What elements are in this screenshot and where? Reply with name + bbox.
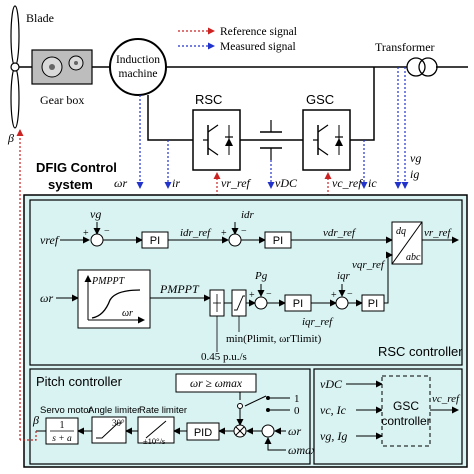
power-rate-label: 0.45 p.u./s bbox=[201, 351, 247, 363]
control-system-title-line2: system bbox=[48, 177, 93, 192]
servo-numerator: 1 bbox=[60, 420, 65, 431]
rsc-controller-title: RSC controller bbox=[378, 344, 463, 359]
ic-signal-label: ic bbox=[368, 176, 377, 190]
rsc-converter bbox=[192, 109, 241, 171]
sum-junction-2 bbox=[228, 233, 242, 247]
angle-limiter-value: 30° bbox=[112, 418, 125, 428]
rsc-wr-in-label: ωr bbox=[40, 291, 53, 305]
idr-ref-label: idr_ref bbox=[180, 227, 212, 239]
switch-zero-label: 0 bbox=[294, 405, 300, 417]
sum4-plus: + bbox=[331, 290, 337, 301]
vdr-ref-label: vdr_ref bbox=[323, 227, 357, 239]
vg-signal-label: vg bbox=[410, 151, 421, 165]
transformer-label: Transformer bbox=[375, 40, 435, 54]
rate-limiter-label: Rate limiter bbox=[139, 405, 187, 416]
gearbox-label: Gear box bbox=[40, 93, 84, 107]
legend-measured: Measured signal bbox=[220, 41, 296, 53]
iqr-ref-label: iqr_ref bbox=[302, 316, 334, 328]
gsc-vg-ig-label: vg, Ig bbox=[320, 429, 347, 443]
vc-ref-signal-label: vc_ref bbox=[332, 176, 363, 190]
pitch-switch bbox=[237, 395, 290, 412]
gsc-converter bbox=[302, 109, 351, 171]
dq-label: dq bbox=[396, 226, 406, 237]
blade-label: Blade bbox=[26, 11, 54, 25]
induction-machine bbox=[109, 38, 167, 96]
pi2-label: PI bbox=[273, 235, 283, 247]
control-system-title-line1: DFIG Control bbox=[36, 160, 117, 175]
machine-label-line1: Induction bbox=[116, 54, 160, 66]
beta-out-link bbox=[20, 431, 37, 441]
abc-label: abc bbox=[406, 252, 421, 263]
gsc-label: GSC bbox=[306, 92, 334, 107]
gsc-vc-ic-label: vc, Ic bbox=[320, 403, 347, 417]
rsc-vref-label: vref bbox=[40, 233, 60, 247]
power-saturation bbox=[231, 289, 247, 317]
sum4-minus: − bbox=[347, 289, 353, 300]
pi4-label: PI bbox=[368, 298, 378, 310]
vqr-ref-label: vqr_ref bbox=[352, 259, 386, 271]
servo-label: Servo motor bbox=[40, 405, 92, 416]
idr-label: idr bbox=[241, 209, 255, 221]
vdc-signal-label: vDC bbox=[275, 176, 298, 190]
pi1-label: PI bbox=[150, 235, 160, 247]
beta-top-label: β bbox=[7, 131, 14, 145]
pg-label: Pg bbox=[254, 270, 268, 282]
iqr-label: iqr bbox=[337, 270, 351, 282]
gsc-out-label: vc_ref bbox=[432, 393, 461, 405]
dq-abc-transform bbox=[391, 221, 423, 265]
servo-denominator: s + a bbox=[52, 434, 72, 444]
legend: Reference signal Measured signal bbox=[178, 26, 297, 53]
sum3-plus: + bbox=[249, 290, 255, 301]
gsc-box-line2: controller bbox=[381, 414, 430, 428]
rate-limiter-value: ±10°/s bbox=[143, 436, 165, 446]
mppt-curve-block bbox=[77, 269, 151, 329]
rsc-label: RSC bbox=[195, 92, 222, 107]
sum-junction-5 bbox=[261, 424, 275, 438]
sum2-plus: + bbox=[221, 228, 227, 239]
sum1-minus: − bbox=[104, 226, 110, 237]
pitch-wr-label: ωr bbox=[288, 424, 301, 438]
sum1-plus: + bbox=[83, 228, 89, 239]
gsc-controller-box bbox=[381, 375, 431, 447]
legend-reference: Reference signal bbox=[220, 26, 297, 38]
transformer bbox=[406, 57, 438, 77]
ir-signal-label: ir bbox=[172, 176, 180, 190]
vr-ref-out-label: vr_ref bbox=[424, 227, 452, 239]
pitch-multiplier bbox=[233, 424, 247, 438]
pitch-controller-title: Pitch controller bbox=[36, 374, 123, 389]
pitch-beta-label: β bbox=[32, 413, 39, 427]
pi3-label: PI bbox=[293, 298, 303, 310]
vqr-ref-line bbox=[384, 251, 393, 304]
sum3-minus: − bbox=[266, 289, 272, 300]
wind-turbine-blade bbox=[10, 5, 20, 129]
gearbox bbox=[31, 49, 93, 85]
pitch-rate-limiter bbox=[137, 416, 175, 444]
min-limit-label: min(Plimit, ωrTlimit) bbox=[226, 333, 322, 345]
angle-limiter bbox=[91, 416, 127, 444]
ig-signal-label: ig bbox=[410, 167, 419, 181]
switch-one-label: 1 bbox=[294, 393, 300, 405]
pid-label: PID bbox=[194, 427, 212, 439]
pitch-wmax-label: ωmax bbox=[288, 443, 317, 457]
gsc-box-line1: GSC bbox=[393, 399, 419, 413]
vr-ref-signal-label: vr_ref bbox=[221, 176, 252, 190]
gsc-vdc-label: vDC bbox=[320, 377, 343, 391]
wmax-into-sum5 bbox=[264, 437, 286, 451]
mppt-wr-label: ωr bbox=[122, 308, 133, 319]
pitch-condition-label: ωr ≥ ωmax bbox=[190, 378, 243, 390]
rsc-vg-label: vg bbox=[90, 207, 101, 221]
wr-signal-label: ωr bbox=[114, 176, 127, 190]
pitch-condition-box bbox=[175, 373, 257, 393]
rotor-line bbox=[147, 95, 193, 141]
power-rate-limiter bbox=[209, 289, 225, 317]
machine-label-line2: machine bbox=[119, 68, 158, 80]
pmppt-signal-label: PMPPT bbox=[159, 282, 200, 296]
sum2-minus: − bbox=[241, 226, 247, 237]
sum-junction-1 bbox=[90, 233, 104, 247]
mppt-box-label: PMPPT bbox=[91, 276, 126, 287]
angle-limiter-label: Angle limiter bbox=[88, 405, 140, 416]
dc-capacitor bbox=[260, 120, 282, 160]
gsc-grid-line bbox=[350, 67, 375, 141]
